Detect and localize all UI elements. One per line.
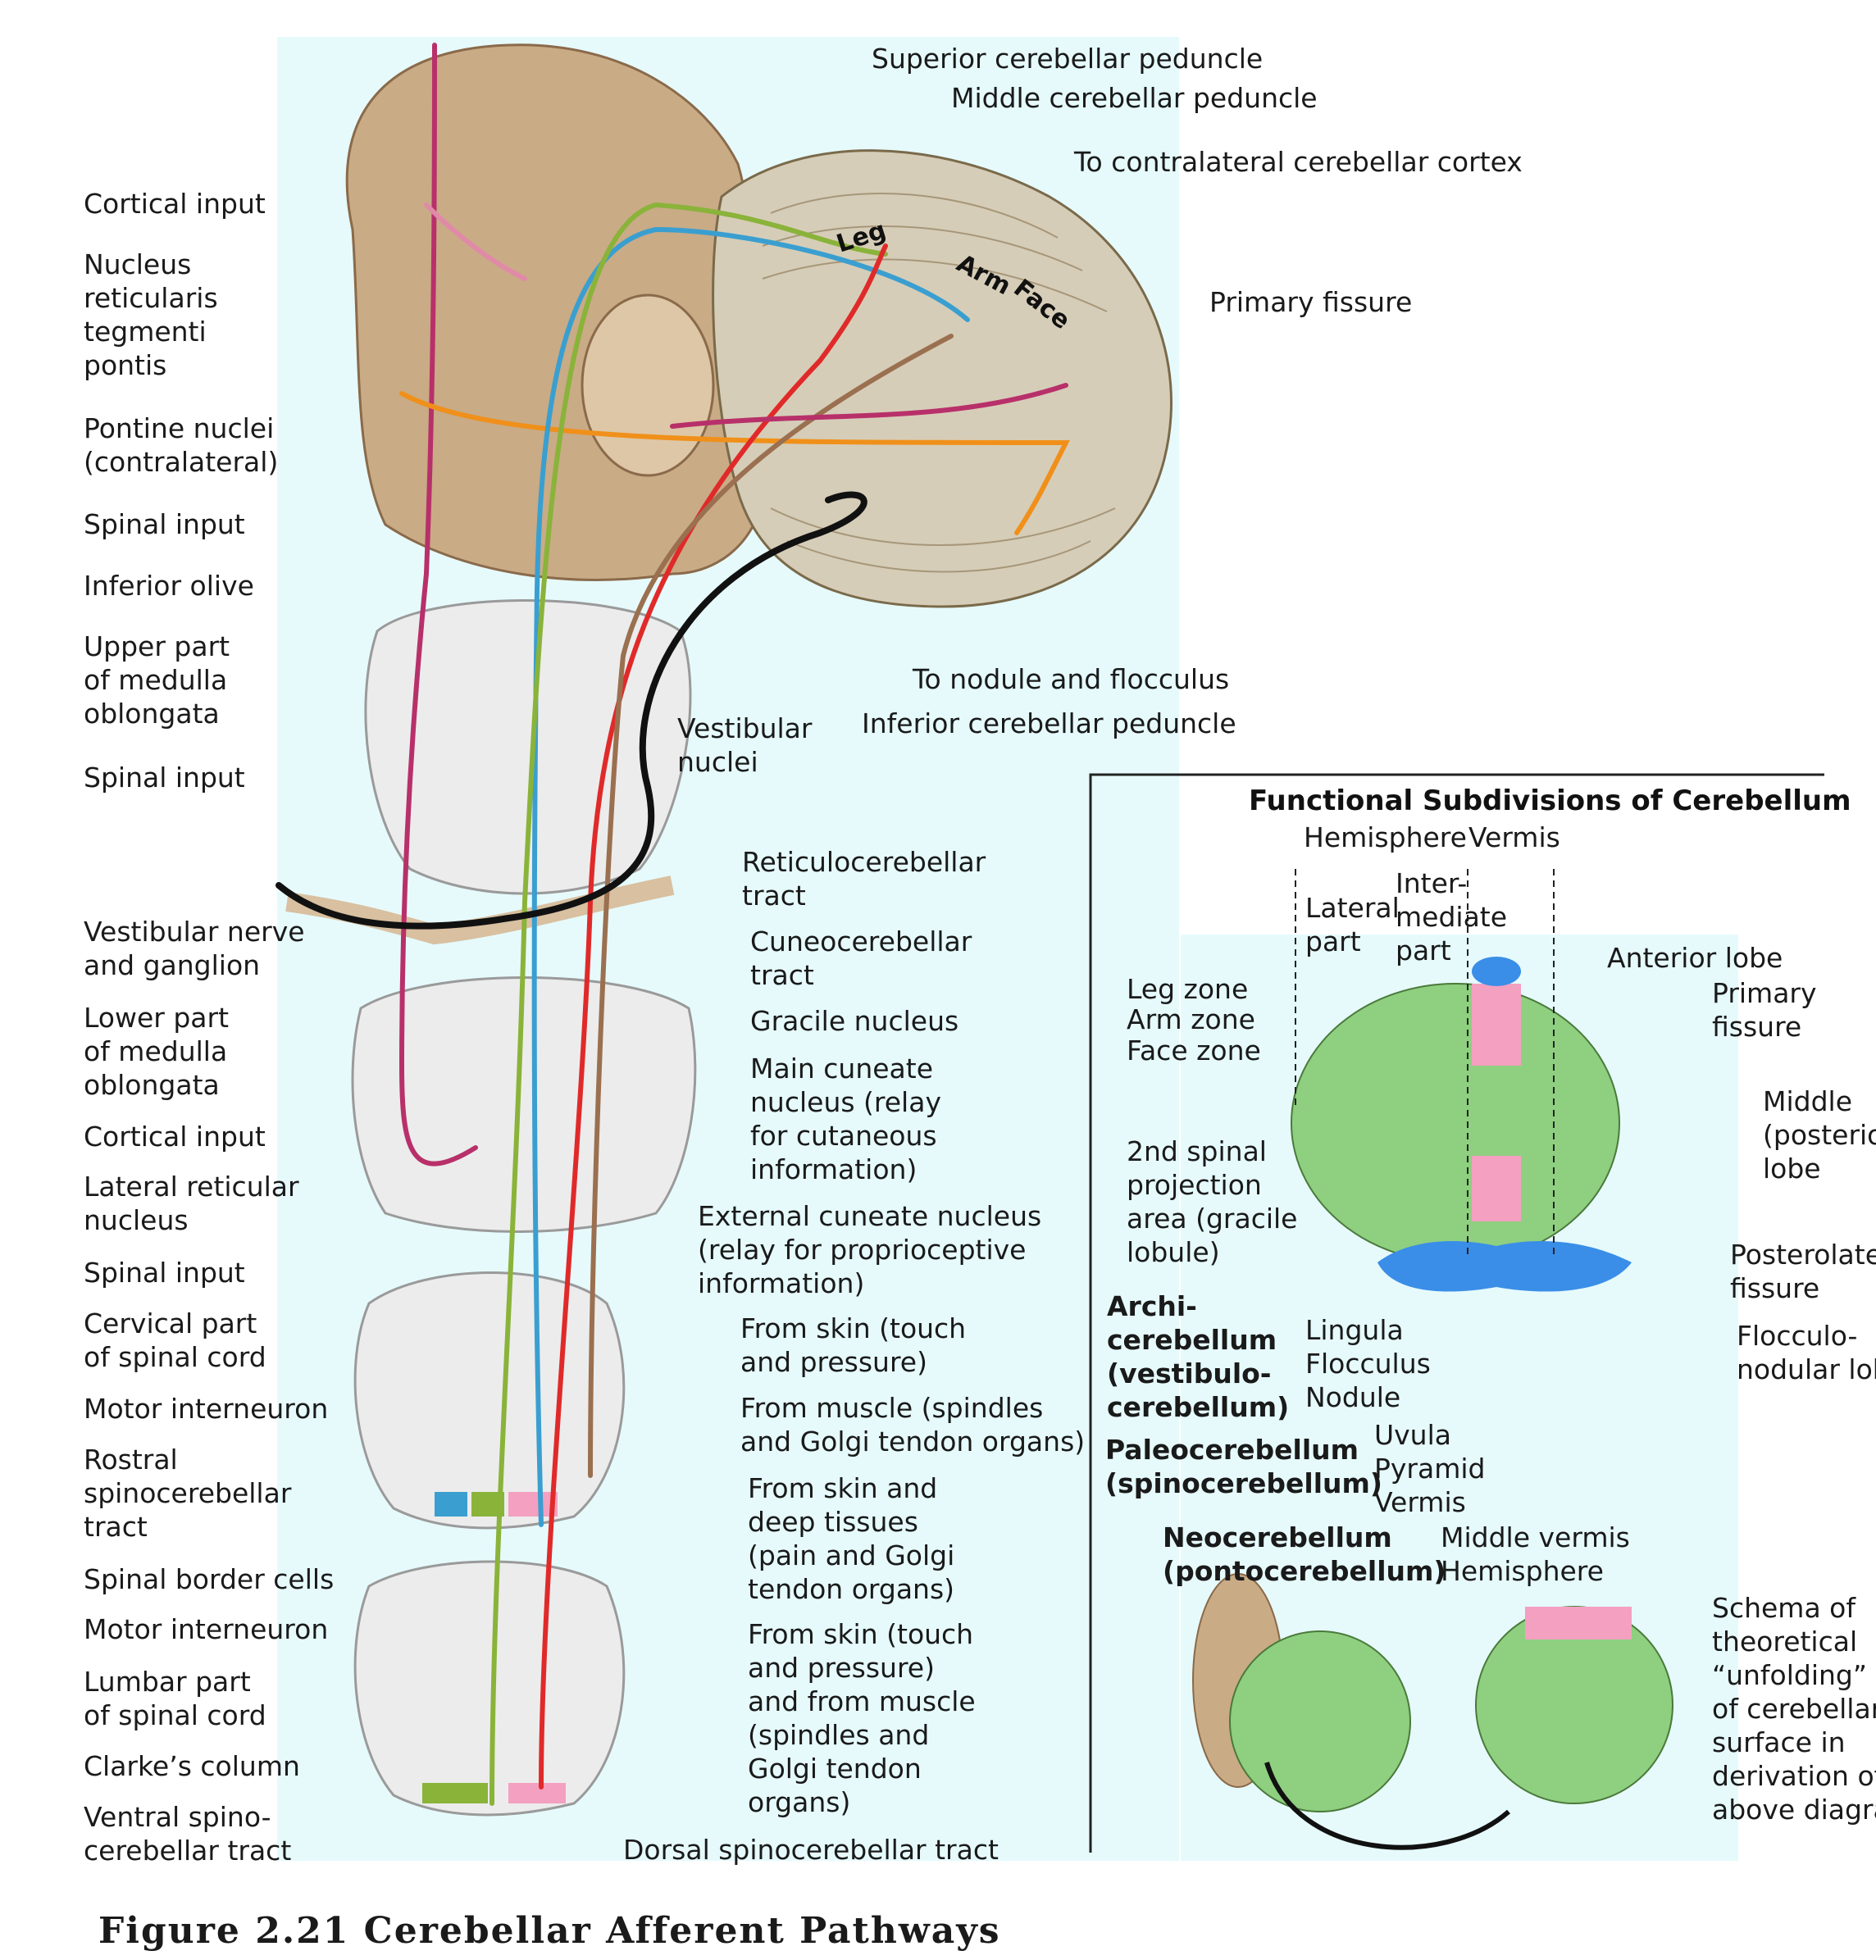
inset-lingula-blue [1472, 957, 1521, 986]
lumbar-cord [353, 1560, 626, 1817]
middle-peduncle-cut [581, 293, 715, 477]
magenta-path [398, 43, 478, 1166]
inset-vermis-pink-lower [1472, 1156, 1521, 1221]
label-skin-touch-1: From skin (touch and pressure) [740, 1312, 967, 1378]
label-cortical-input-2: Cortical input [84, 1121, 266, 1153]
label-cortical-input-top: Cortical input [84, 188, 266, 220]
red-path [539, 243, 888, 1789]
orange-path [399, 391, 1070, 535]
label-spinal-input-2: Spinal input [84, 762, 245, 794]
cervical-pink-patch [508, 1492, 558, 1517]
lower-medulla [351, 976, 697, 1233]
label-inferior-olive: Inferior olive [84, 570, 254, 602]
green-path [489, 202, 888, 1806]
label-spinal-input-3: Spinal input [84, 1257, 245, 1289]
label-primary-fissure: Primary fissure [1209, 286, 1413, 318]
label-muscle-spindles: From muscle (spindles and Golgi tendon o… [740, 1392, 1086, 1457]
label-contralateral-cortex: To contralateral cerebellar cortex [1074, 146, 1523, 178]
label-motor-interneuron-1: Motor interneuron [84, 1393, 329, 1425]
inset-archicerebellum: Archi- cerebellum (vestibulo- cerebellum… [1107, 1290, 1290, 1423]
blue-path [531, 226, 970, 1527]
label-reticulocerebellar: Reticulocerebellar tract [742, 846, 986, 912]
label-nodule-flocculus: To nodule and flocculus [913, 663, 1230, 695]
inset-title: Functional Subdivisions of Cerebellum [1249, 784, 1851, 817]
inset-primary-fissure: Primary fissure [1712, 977, 1817, 1043]
brown-path [588, 334, 954, 1478]
inset-face-zone: Face zone [1127, 1035, 1261, 1066]
label-inferior-peduncle: Inferior cerebellar peduncle [862, 707, 1236, 739]
label-ventral-spinocerebellar: Ventral spino- cerebellar tract [84, 1801, 292, 1867]
label-vestibular-nerve: Vestibular nerve and ganglion [84, 916, 305, 981]
schema-pink-band [1525, 1607, 1632, 1639]
label-superior-peduncle: Superior cerebellar peduncle [872, 43, 1264, 75]
label-skin-touch-muscle: From skin (touch and pressure) and from … [748, 1618, 976, 1818]
label-nucleus-reticularis: Nucleus reticularis tegmenti pontis [84, 248, 218, 381]
label-spinal-input-1: Spinal input [84, 508, 245, 540]
pons [345, 43, 767, 581]
label-vestibular-nuclei: Vestibular nuclei [677, 712, 813, 778]
inset-posterolateral-fissure: Posterolateral fissure [1730, 1239, 1876, 1304]
schema-cerebellum-left [1229, 1630, 1411, 1812]
inset-flocculonodular: Flocculo- nodular lobe [1737, 1320, 1876, 1385]
label-main-cuneate: Main cuneate nucleus (relay for cutaneou… [750, 1053, 941, 1185]
label-lateral-reticular: Lateral reticular nucleus [84, 1171, 299, 1236]
pink-cortical [424, 202, 527, 281]
label-pontine-nuclei: Pontine nuclei (contralateral) [84, 412, 279, 478]
cervical-blue-patch [435, 1492, 467, 1517]
label-clarkes-column: Clarke’s column [84, 1750, 300, 1782]
magenta-cortex [670, 383, 1068, 429]
inset-dashed-guides [1295, 869, 1555, 1254]
label-motor-interneuron-2: Motor interneuron [84, 1613, 329, 1645]
label-rostral-spinocerebellar: Rostral spinocerebellar tract [84, 1444, 292, 1543]
inset-middle-lobe: Middle (posterior) lobe [1763, 1085, 1876, 1185]
inset-anterior-lobe: Anterior lobe [1607, 942, 1783, 974]
inset-arm-zone: Arm zone [1127, 1003, 1255, 1035]
label-lower-medulla: Lower part of medulla oblongata [84, 1002, 230, 1101]
label-spinal-border-cells: Spinal border cells [84, 1563, 335, 1595]
inset-paleo-items: Uvula Pyramid Vermis [1374, 1419, 1486, 1518]
inset-archi-items: Lingula Flocculus Nodule [1305, 1314, 1431, 1413]
schema-arrow [1264, 1762, 1510, 1850]
inset-neo-items: Middle vermis Hemisphere [1441, 1521, 1630, 1587]
label-dorsal-spinocerebellar: Dorsal spinocerebellar tract [623, 1834, 999, 1866]
label-middle-peduncle: Middle cerebellar peduncle [951, 82, 1318, 114]
inset-intermediate-part: Inter- mediate part [1396, 867, 1508, 966]
inset-second-spinal: 2nd spinal projection area (gracile lobu… [1127, 1135, 1298, 1268]
inset-hemisphere: Hemisphere [1304, 821, 1467, 853]
inset-cerebellum-green [1291, 983, 1620, 1263]
cervical-cord [353, 1271, 626, 1530]
label-upper-medulla: Upper part of medulla oblongata [84, 630, 230, 730]
cerebellum [712, 149, 1173, 608]
label-external-cuneate: External cuneate nucleus (relay for prop… [698, 1200, 1042, 1299]
inset-neocerebellum: Neocerebellum (pontocerebellum) [1163, 1521, 1446, 1587]
inset-paleocerebellum: Paleocerebellum (spinocerebellum) [1105, 1434, 1383, 1499]
inset-flocculonodular-blue [1377, 1241, 1632, 1292]
label-gracile-nucleus: Gracile nucleus [750, 1005, 959, 1037]
label-lumbar-cord: Lumbar part of spinal cord [84, 1666, 266, 1731]
inset-leg-zone: Leg zone [1127, 973, 1249, 1005]
black-vestibular [275, 491, 867, 930]
inset-vermis: Vermis [1468, 821, 1560, 853]
lumbar-green-patch [422, 1783, 488, 1803]
label-cuneocerebellar: Cuneocerebellar tract [750, 925, 972, 991]
inset-lateral-part: Lateral part [1305, 892, 1400, 957]
label-cervical-cord: Cervical part of spinal cord [84, 1307, 266, 1373]
afferent-pathways [275, 43, 1070, 1806]
inset-vermis-pink [1472, 984, 1521, 1066]
figure-caption: Figure 2.21 Cerebellar Afferent Pathways [98, 1910, 1001, 1952]
label-skin-deep-tissues: From skin and deep tissues (pain and Gol… [748, 1472, 955, 1605]
lumbar-pink-patch [508, 1783, 566, 1803]
inset-frame [1089, 773, 1824, 1853]
inset-schema-caption: Schema of theoretical “unfolding” of cer… [1712, 1592, 1876, 1826]
